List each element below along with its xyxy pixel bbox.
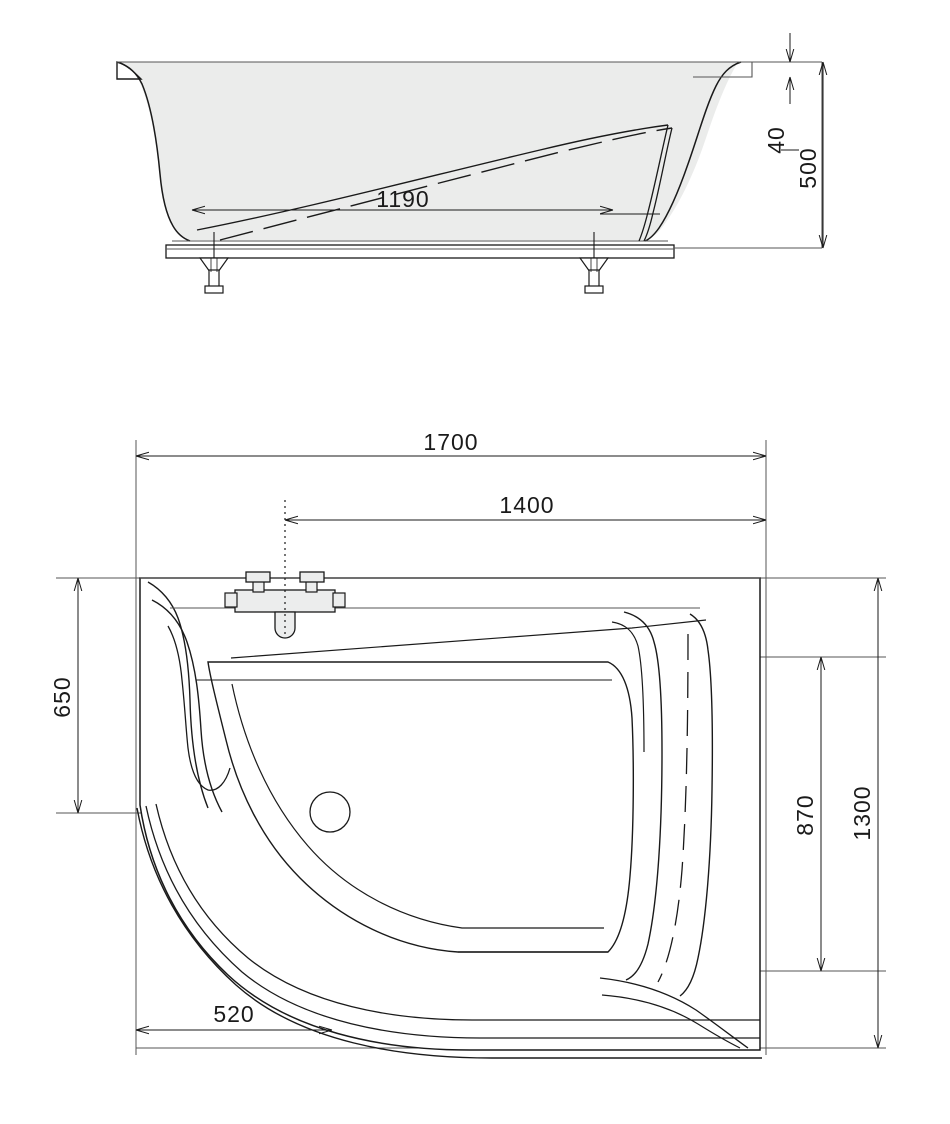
tub-outer-rim-plan [139,577,761,1051]
dimension-40-label: 40 [763,126,789,154]
dimension-1700: 1700 [136,429,766,456]
dimension-520-label: 520 [213,1001,254,1027]
tub-wall-left-outline [116,61,191,242]
dimension-1190: 1190 [192,186,660,215]
dimension-40: 40 [763,33,799,154]
tub-hidden-profile-dashed [657,633,689,983]
tub-skirt-curve-inner [155,803,760,1021]
dimension-1300: 1300 [849,578,878,1048]
support-leg-right [578,232,610,294]
tub-left-inner-curve-b [151,599,223,813]
tub-bottom-right-flare [599,977,749,1049]
tub-right-lip-inner [611,621,645,753]
tub-interior-edge-right-b [643,127,673,242]
dimension-650-label: 650 [49,676,75,717]
tub-body-elevation [117,62,738,240]
dimension-650: 650 [49,578,78,813]
dimension-500: 500 [795,62,823,248]
tub-left-inner-curve-a [147,581,209,809]
tub-interior-slope-dashed [219,127,673,241]
tub-inner-basin-offset [231,683,604,929]
rim-right-step [693,62,753,78]
tub-right-inner-curve-a [623,611,663,981]
dimension-1400-label: 1400 [499,492,554,518]
dimension-1400: 1400 [285,492,766,520]
dimension-1300-label: 1300 [849,785,875,840]
dimension-520: 520 [136,1001,332,1030]
dimension-500-label: 500 [795,147,821,188]
dimension-870: 870 [792,657,821,971]
tub-left-lip-close [167,625,231,791]
dimension-870-label: 870 [792,794,818,835]
tub-seat-slope-line [230,619,707,659]
tub-skirt-curve-mid [145,805,760,1039]
tub-base-slab [165,244,675,259]
tub-wall-right-outline [644,61,742,242]
support-leg-left [198,232,230,294]
dimension-1190-label: 1190 [376,186,429,212]
tub-right-inner-curve-b [679,613,714,997]
drain-hole-circle [309,791,351,833]
front-elevation-view: 1190 40 500 [116,33,823,294]
plan-view: 1700 1400 650 870 1300 520 [49,429,886,1059]
tub-interior-edge-right [638,124,669,242]
tub-inner-basin-plan [207,661,635,953]
tub-bottom-right-flare-b [601,994,741,1049]
dimension-1700-label: 1700 [423,429,478,455]
tub-skirt-curve-outer [136,807,762,1059]
